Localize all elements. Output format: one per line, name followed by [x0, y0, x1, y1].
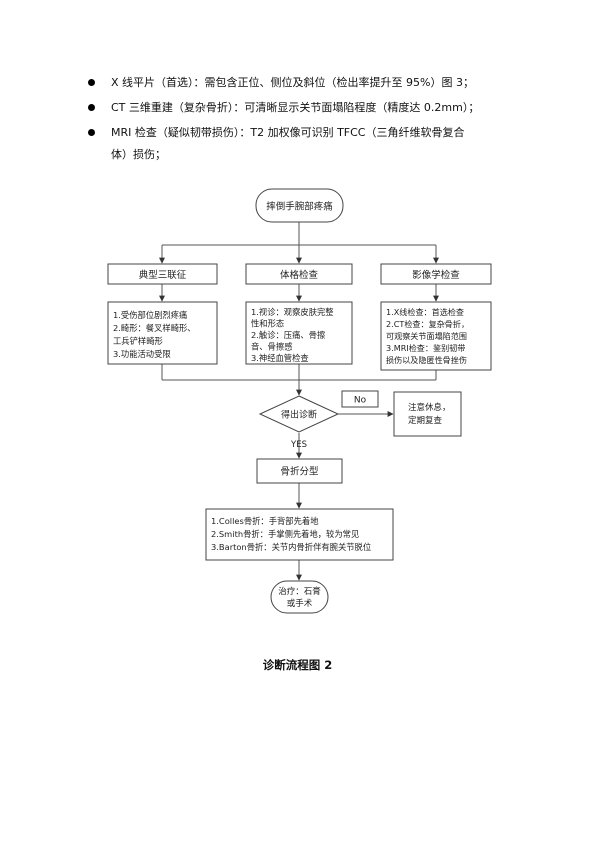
treatment-line: 治疗：石膏 [278, 586, 321, 597]
classification-box [256, 458, 343, 484]
figure-caption: 诊断流程图 2 [262, 658, 333, 672]
fracture-types-box [205, 508, 394, 561]
bullet-text: X 线平片（首选）：需包含正位、侧位及斜位（检出率提升至 95%）图 3； [111, 76, 474, 89]
bullet-text-continued: 体）损伤； [111, 148, 166, 161]
detail-line: 工兵铲样畸形 [113, 336, 163, 346]
detail-box-triad [107, 301, 218, 365]
bullet-dot [88, 79, 95, 86]
branch-title: 典型三联征 [139, 269, 187, 281]
detail-line: 3.MRI检查：鉴别韧带 [386, 343, 465, 353]
detail-line: 2.触诊：压痛、骨擦 [251, 330, 325, 340]
no-label: No [354, 396, 367, 406]
bullet-item-mri: MRI 检查（疑似韧带损伤）：T2 加权像可识别 TFCC（三角纤维软骨复合 体… [88, 122, 508, 166]
fracture-type-line: 2.Smith骨折：手掌侧先着地，较为常见 [211, 529, 359, 539]
detail-line: 1.受伤部位剧烈疼痛 [113, 310, 187, 320]
bullet-item-ct: CT 三维重建（复杂骨折）：可清晰显示关节面塌陷程度（精度达 0.2mm）； [88, 97, 508, 119]
branch-box-imaging [380, 263, 492, 285]
detail-line: 1.视诊：观察皮肤完整 [251, 307, 334, 317]
bullet-dot [88, 129, 95, 136]
detail-box-physical-exam [245, 301, 353, 365]
detail-box-imaging [380, 301, 492, 371]
bullet-text: MRI 检查（疑似韧带损伤）：T2 加权像可识别 TFCC（三角纤维软骨复合 [111, 126, 465, 139]
fracture-type-line: 3.Barton骨折：关节内骨折伴有腕关节脱位 [211, 542, 371, 552]
detail-line: 1.X线检查：首选检查 [386, 307, 464, 317]
detail-line: 3.神经血管检查 [251, 353, 309, 363]
branch-box-physical-exam [245, 263, 353, 285]
no-label-box [341, 390, 379, 408]
decision-diamond [258, 395, 340, 433]
no-result-line: 注意休息， [408, 402, 451, 413]
no-result-box [393, 391, 462, 437]
branch-box-triad [107, 263, 218, 285]
bullet-item-xray: X 线平片（首选）：需包含正位、侧位及斜位（检出率提升至 95%）图 3； [88, 72, 508, 94]
detail-line: 音、骨擦感 [251, 342, 293, 352]
bullet-dot [88, 104, 95, 111]
branch-title: 影像学检查 [412, 269, 460, 281]
yes-label: YES [290, 440, 307, 450]
detail-line: 损伤以及隐匿性骨挫伤 [386, 355, 467, 365]
classification-label: 骨折分型 [280, 466, 319, 478]
treatment-node [270, 580, 329, 614]
bullet-text: CT 三维重建（复杂骨折）：可清晰显示关节面塌陷程度（精度达 0.2mm）； [111, 101, 480, 114]
no-result-line: 定期复查 [408, 415, 443, 426]
start-label: 摔倒手腕部疼痛 [266, 201, 333, 213]
detail-line: 2.CT检查：复杂骨折， [386, 319, 469, 329]
branch-title: 体格检查 [280, 269, 319, 281]
detail-line: 3.功能活动受限 [113, 349, 171, 359]
start-node [255, 188, 344, 223]
detail-line: 2.畸形：餐叉样畸形、 [113, 323, 196, 333]
fracture-type-line: 1.Colles骨折：手背部先着地 [211, 516, 319, 526]
detail-line: 可观察关节面塌陷范围 [386, 331, 467, 341]
treatment-line: 或手术 [287, 598, 313, 609]
detail-line: 性和形态 [251, 319, 284, 329]
decision-label: 得出诊断 [281, 409, 317, 421]
